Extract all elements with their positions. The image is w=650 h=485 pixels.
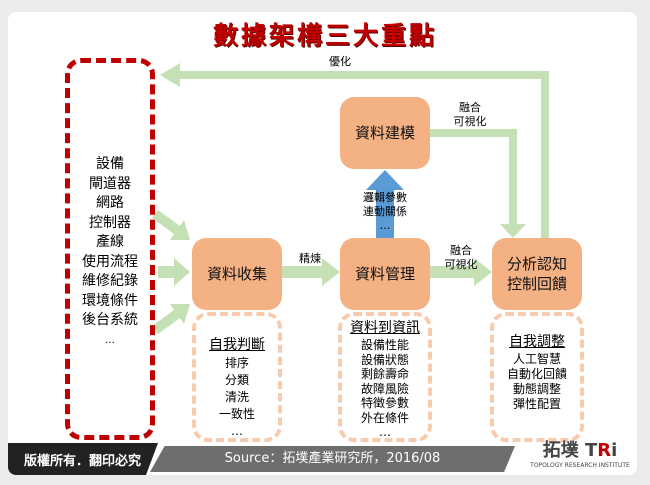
label-refine: 精煉: [299, 252, 321, 265]
source-item: 產線: [96, 234, 124, 250]
node-data-management: 資料管理: [340, 238, 430, 310]
panel-item: 故障風險: [360, 381, 409, 396]
source-item: 使用流程: [82, 253, 138, 270]
panel-data-info-border: [338, 312, 432, 442]
source-arrow-middle: [158, 258, 190, 286]
panel-item: 彈性配置: [512, 397, 561, 411]
label-optimize: 優化: [329, 55, 351, 68]
source-item: 網路: [96, 195, 124, 211]
panel-heading: 自我調整: [509, 334, 565, 350]
panel-item: 一致性: [218, 407, 255, 421]
panel-item: …: [231, 424, 243, 438]
source-item: 維修紀錄: [82, 273, 138, 289]
panel-heading: 自我判斷: [209, 337, 265, 353]
panel-item: 分類: [224, 373, 249, 387]
logic-up-arrow: [366, 170, 404, 238]
source-arrow-lower: [152, 304, 190, 334]
panel-item: 排序: [224, 356, 249, 370]
panel-item: 外在條件: [360, 410, 409, 425]
copyright-banner: 版權所有．翻印必究: [8, 443, 158, 475]
source-banner: Source：拓墣產業研究所，2016/08: [150, 446, 515, 472]
data-sources-list: 設備 閘道器 網路 控制器 產線 使用流程 維修紀錄 環境條件 後台系統 …: [70, 155, 150, 350]
panel-heading: 資料到資訊: [350, 320, 420, 336]
node-label: 資料收集: [206, 265, 267, 283]
source-item: 閘道器: [89, 175, 131, 192]
source-item: 控制器: [89, 214, 131, 231]
label-line: 連動關係: [363, 205, 407, 218]
panel-item: 自動化回饋: [506, 367, 567, 381]
node-label: 資料管理: [354, 265, 415, 283]
page-title: 數據架構三大重點: [212, 21, 437, 50]
source-item: 設備: [96, 156, 124, 172]
logo-subtitle: TOPOLOGY RESEARCH INSTITUTE: [530, 462, 630, 469]
panel-item: 人工智慧: [512, 352, 561, 366]
panel-self-judge: 自我判斷 排序 分類 清洗 一致性 …: [192, 336, 282, 440]
tri-logo: 拓墣 TRi TOPOLOGY RESEARCH INSTITUTE: [530, 440, 630, 472]
label-line: 邏輯參數: [363, 191, 407, 204]
data-sources-group: [65, 58, 155, 440]
manage-to-analyze-arrow: [430, 258, 492, 286]
panel-self-adjust-border: [490, 312, 584, 442]
label-fuse-mid: 融合 可視化: [430, 244, 492, 272]
node-analysis-control: 分析認知 控制回饋: [492, 238, 582, 310]
collect-to-manage-arrow: [282, 258, 340, 286]
panel-item: 清洗: [224, 390, 249, 404]
node-label: 控制回饋: [506, 275, 567, 293]
node-data-modeling: 資料建模: [340, 97, 430, 169]
label-line: 可視化: [444, 258, 478, 271]
node-data-collection: 資料收集: [192, 238, 282, 310]
node-label: 資料建模: [354, 124, 415, 142]
label-line: 融合: [450, 244, 472, 257]
logo-mark: 拓墣 TRi: [542, 440, 618, 461]
panel-self-adjust: 自我調整 人工智慧 自動化回饋 動態調整 彈性配置: [490, 333, 584, 412]
label-line: 可視化: [453, 115, 487, 128]
label-line: 融合: [459, 101, 481, 114]
label-logic: 邏輯參數 連動關係 …: [350, 191, 420, 233]
source-item: …: [105, 334, 115, 346]
label-line: …: [379, 219, 391, 232]
panel-item: 設備狀態: [360, 352, 409, 367]
panel-item: 剩餘壽命: [360, 367, 409, 381]
panel-item: 動態調整: [512, 382, 561, 396]
panel-item: 特徵參數: [360, 396, 409, 410]
panel-item: 設備性能: [360, 338, 409, 352]
panel-data-info: 資料到資訊 設備性能 設備狀態 剩餘壽命 故障風險 特徵參數 外在條件 …: [338, 319, 432, 440]
node-label: 分析認知: [506, 255, 567, 273]
source-arrow-upper: [152, 210, 190, 240]
label-fuse-top: 融合 可視化: [440, 101, 500, 129]
panel-item: …: [379, 425, 391, 439]
source-item: 環境條件: [82, 292, 138, 309]
source-item: 後台系統: [82, 312, 138, 328]
model-to-analyze-arrow: [430, 129, 526, 238]
panel-self-judge-border: [192, 312, 282, 442]
